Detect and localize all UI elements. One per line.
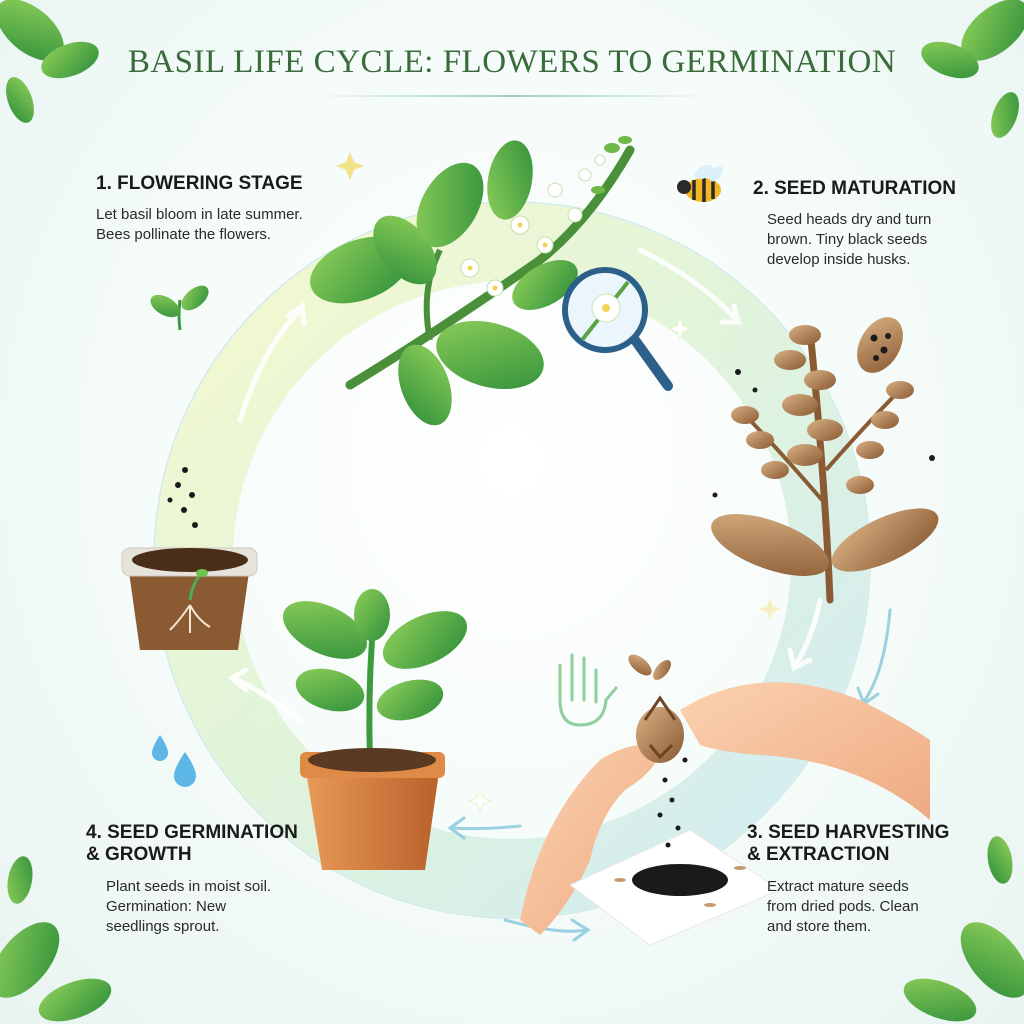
description-line: develop inside husks. [767,251,911,269]
stage-seed-germination: 4. SEED GERMINATION & GROWTH Plant seeds… [86,822,326,937]
small-sprout-icon [150,285,209,331]
stage-heading: 1. FLOWERING STAGE [96,173,303,194]
description-line: from dried pods. Clean [767,897,919,915]
dried-seed-head-icon [711,325,939,604]
outer-arrows [447,608,892,942]
heading-line: 4. SEED GERMINATION [86,822,298,843]
stage-description: Plant seeds in moist soil. Germination: … [86,877,326,937]
basil-flower-branch-icon [310,136,635,426]
stage-description: Extract mature seeds from dried pods. Cl… [747,877,987,937]
sprouting-pot-icon [121,467,258,650]
description-line: brown. Tiny black seeds [767,231,928,249]
hand-icon [558,653,618,727]
description-line: Let basil bloom in late summer. [96,206,303,224]
sparkles [336,152,781,814]
stage-heading: 4. SEED GERMINATION & GROWTH [86,822,326,867]
heading-line: & GROWTH [86,844,192,866]
stage-seed-harvesting: 3. SEED HARVESTING & EXTRACTION Extract … [747,822,987,937]
falling-leaf-icon [628,654,671,680]
seed-pod-icon [857,317,903,373]
heading-line: 3. SEED HARVESTING [747,822,950,843]
page-title: BASIL LIFE CYCLE: FLOWERS TO GERMINATION [127,44,897,80]
water-drop-icon [152,735,196,787]
description-line: Germination: New [106,897,227,915]
stage-flowering: 1. FLOWERING STAGE Let basil bloom in la… [96,173,346,245]
stage-description: Seed heads dry and turn brown. Tiny blac… [753,210,993,270]
description-line: Seed heads dry and turn [767,211,932,229]
description-line: Plant seeds in moist soil. [106,877,272,895]
stage-heading: 2. SEED MATURATION [753,178,957,199]
title-divider [312,95,712,97]
magnifier-flower-icon [562,267,673,391]
cycle-arrows [227,247,823,723]
stage-seed-maturation: 2. SEED MATURATION Seed heads dry and tu… [753,178,993,270]
description-line: Extract mature seeds [767,877,909,895]
description-line: Bees pollinate the flowers. [96,226,272,244]
stage-description: Let basil bloom in late summer. Bees pol… [96,205,346,245]
description-line: and store them. [767,917,872,935]
stage-heading: 3. SEED HARVESTING & EXTRACTION [747,822,987,867]
description-line: seedlings sprout. [106,917,220,935]
hands-harvesting-icon [520,682,930,935]
seedling-pot-icon [282,589,468,870]
heading-line: & EXTRACTION [747,844,890,866]
bee-icon [677,164,723,202]
seed-pile-icon [569,757,782,946]
